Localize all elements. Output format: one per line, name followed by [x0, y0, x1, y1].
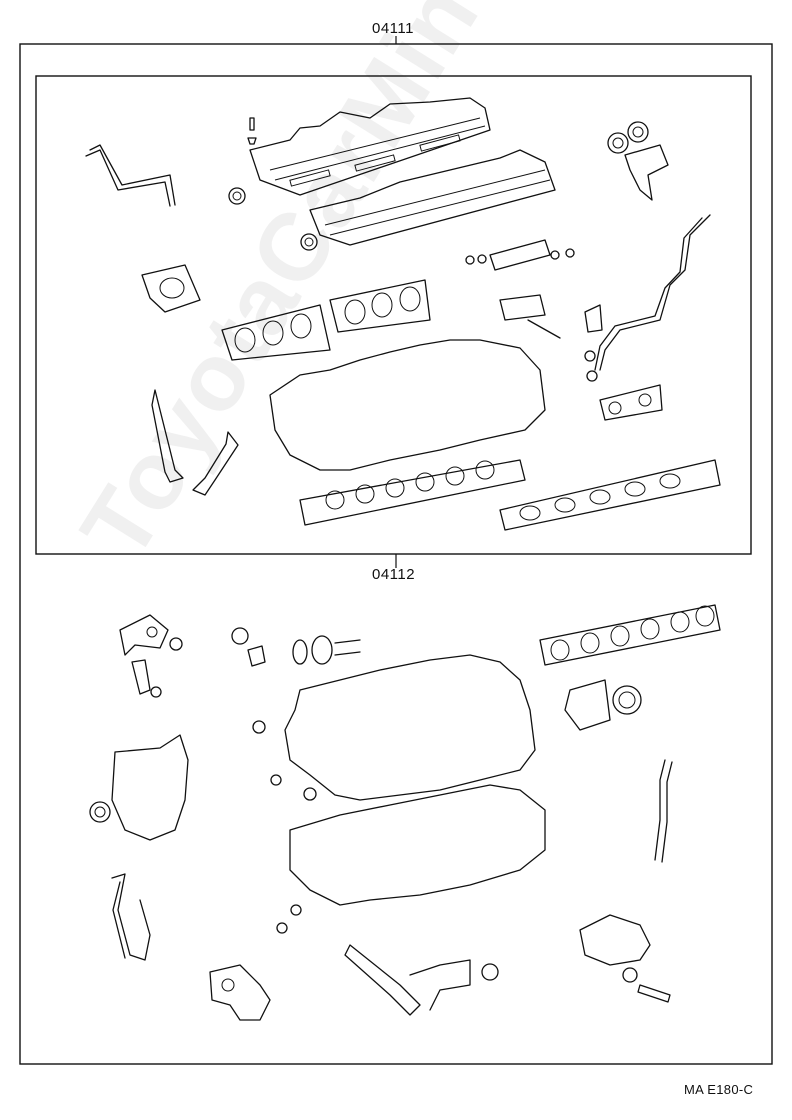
- thermostat-housing: [579, 914, 671, 1003]
- label-04111: 04111: [372, 20, 414, 37]
- water-inlet-assembly: [119, 614, 183, 698]
- small-parts-center: [276, 904, 302, 934]
- manifold-gasket-small: [221, 304, 331, 361]
- small-fittings: [499, 294, 603, 339]
- cam-cover-gasket-upper: [249, 97, 491, 196]
- plug: [247, 645, 266, 667]
- cam-seal-1: [228, 187, 246, 205]
- small-seals-mid: [252, 720, 317, 801]
- timing-cover-gasket: [111, 734, 189, 841]
- oil-pan-gasket-upper: [284, 654, 536, 801]
- cam-seal-2: [300, 233, 318, 251]
- oil-strainer-gasket: [344, 944, 499, 1016]
- timing-cover-gasket-set: [564, 679, 642, 731]
- oil-seal-left: [89, 801, 111, 823]
- reference-code: MA E180-C: [684, 1082, 754, 1097]
- throttle-gasket: [141, 264, 201, 313]
- bent-pipe: [85, 144, 176, 207]
- plug-seal: [231, 627, 249, 645]
- small-bolt: [247, 117, 257, 145]
- manifold-gasket-medium: [329, 279, 431, 333]
- water-pump-parts: [209, 964, 271, 1021]
- water-outlet-gaskets: [607, 121, 669, 201]
- valves: [151, 389, 239, 496]
- exhaust-manifold-gasket: [499, 459, 721, 531]
- crank-seal-group: [292, 635, 361, 665]
- wire-clip: [111, 873, 151, 961]
- label-04112: 04112: [372, 566, 416, 583]
- exhaust-port-gasket: [599, 384, 663, 421]
- fuel-pipe: [594, 214, 711, 371]
- cylinder-head-gasket: [299, 459, 526, 526]
- intake-manifold-gasket-lower: [539, 604, 721, 666]
- cam-cover-gasket-lower: [309, 149, 556, 246]
- inner-frame-04111: [35, 75, 752, 555]
- injector-seals: [465, 239, 575, 271]
- oil-pan-gasket-lower: [289, 784, 546, 906]
- head-cover-gasket: [269, 339, 546, 471]
- dipstick-guide: [654, 759, 673, 863]
